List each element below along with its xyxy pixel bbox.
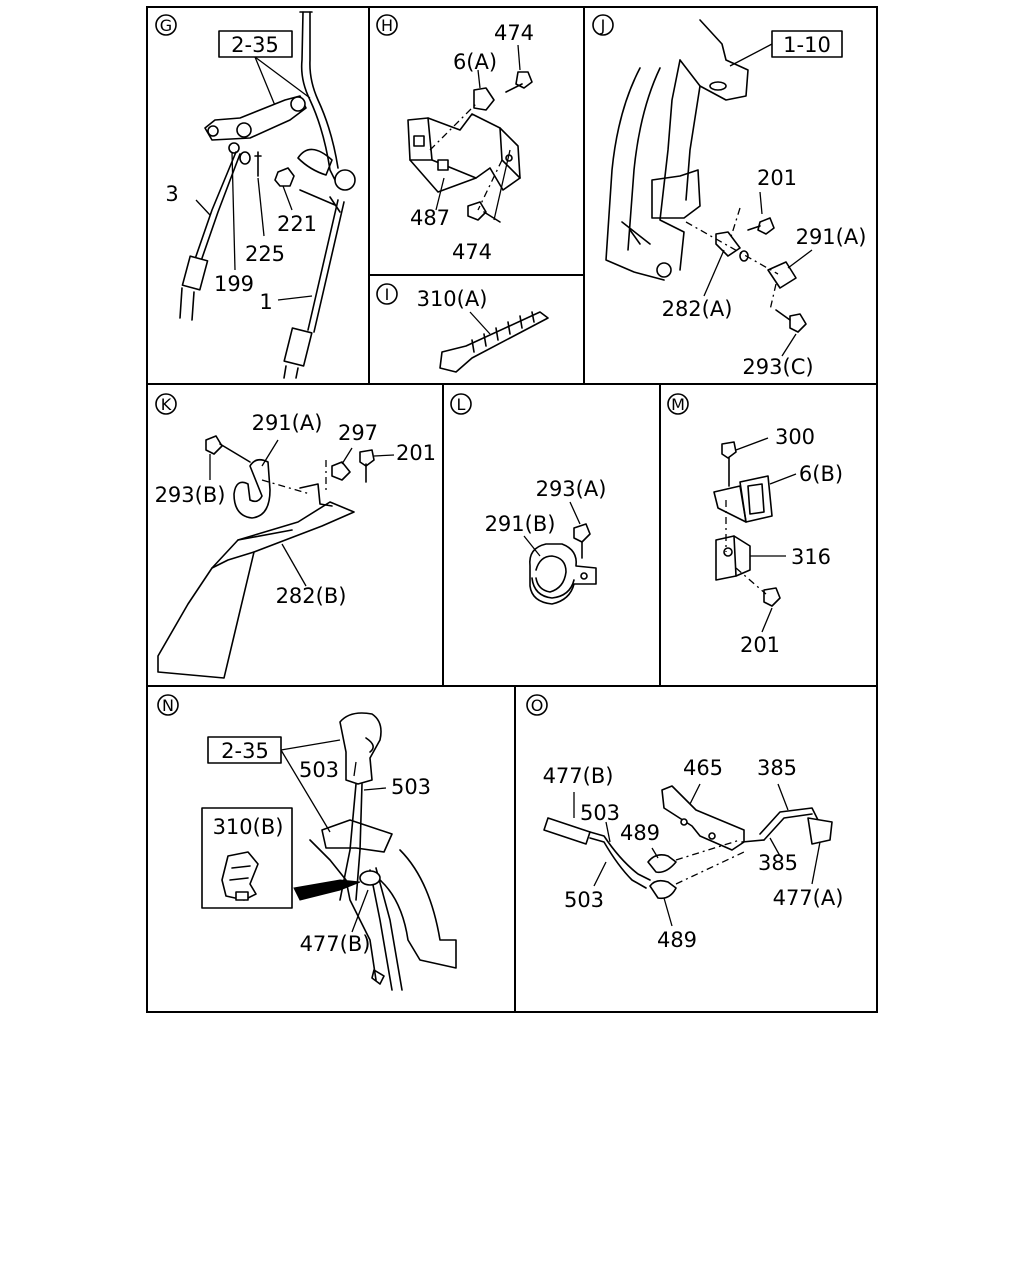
bolt-293a — [573, 523, 591, 543]
bolt-293c — [789, 313, 807, 333]
label-g-3: 3 — [165, 182, 178, 206]
label-o-477a: 477(A) — [773, 886, 844, 910]
label-h-474-top: 474 — [494, 21, 534, 45]
panel-h: H 474 6(A) 487 474 — [376, 14, 534, 264]
panel-j-letter: J — [600, 16, 606, 35]
shift-knob — [339, 712, 382, 785]
clip-291a — [767, 261, 797, 289]
bolt-201 — [359, 449, 375, 467]
label-j-293c: 293(C) — [742, 355, 813, 379]
label-o-503-top: 503 — [580, 801, 620, 825]
label-g-1: 1 — [259, 290, 272, 314]
clip-6a — [473, 87, 495, 111]
panel-k-letter: K — [161, 395, 172, 414]
panel-i: I 310(A) — [376, 283, 549, 373]
panel-g-letter: G — [160, 16, 172, 35]
label-l-291b: 291(B) — [485, 512, 556, 536]
bolt-201 — [757, 217, 775, 235]
label-o-477b: 477(B) — [543, 764, 614, 788]
label-k-293b: 293(B) — [155, 483, 226, 507]
panel-i-letter: I — [385, 285, 390, 304]
panel-l-letter: L — [457, 395, 466, 414]
panel-o-letter: O — [531, 696, 544, 715]
elbow-489-top — [647, 854, 677, 874]
bolt-201 — [763, 587, 781, 607]
panel-m: M 300 6(B) 316 201 — [667, 393, 843, 657]
panel-n: N 2-35 310(B) 503 — [157, 694, 457, 991]
label-o-489-top: 489 — [620, 821, 660, 845]
label-m-316: 316 — [791, 545, 831, 569]
panel-j-ref-box: 1-10 — [783, 33, 831, 57]
washer — [239, 151, 251, 165]
elbow-489-bottom — [649, 879, 677, 900]
label-i-310a: 310(A) — [417, 287, 488, 311]
label-n-503-right: 503 — [391, 775, 431, 799]
nut-297 — [331, 461, 351, 481]
bolt-474-bottom — [467, 201, 487, 221]
cable-tie-310a — [439, 311, 549, 373]
hose-477b — [543, 817, 651, 889]
clip-310b — [221, 851, 259, 901]
label-k-282b: 282(B) — [276, 584, 347, 608]
label-h-474-bottom: 474 — [452, 240, 492, 264]
panel-n-letter: N — [162, 696, 174, 715]
label-m-6b: 6(B) — [799, 462, 843, 486]
washer-199 — [228, 142, 240, 154]
label-o-489-bottom: 489 — [657, 928, 697, 952]
shift-lever — [297, 11, 356, 191]
label-k-297: 297 — [338, 421, 378, 445]
panel-g-ref-box: 2-35 — [231, 33, 279, 57]
bracket-282b — [157, 483, 355, 679]
bracket-316 — [715, 535, 751, 581]
label-m-300: 300 — [775, 425, 815, 449]
bolt-293b — [205, 435, 223, 455]
label-o-503-bottom: 503 — [564, 888, 604, 912]
label-k-291a: 291(A) — [252, 411, 323, 435]
cable-1 — [283, 199, 345, 379]
nut-221 — [274, 167, 295, 187]
panel-g: G 2-35 — [155, 11, 356, 379]
bolt-474-top — [515, 71, 533, 89]
label-g-221: 221 — [277, 212, 317, 236]
panel-o: O 477(B) 465 385 50 — [526, 694, 844, 952]
inset-box — [201, 807, 293, 909]
panel-l: L 293(A) 291(B) — [450, 393, 607, 605]
hose-477a-385 — [741, 807, 833, 845]
label-o-465: 465 — [683, 756, 723, 780]
cable-3 — [179, 151, 241, 321]
label-n-477b: 477(B) — [300, 932, 371, 956]
panel-k: K 291(A) 297 201 293(B) 282(B) — [155, 393, 436, 679]
label-k-201: 201 — [396, 441, 436, 465]
label-l-293a: 293(A) — [536, 477, 607, 501]
label-n-503-left: 503 — [299, 758, 339, 782]
panel-m-letter: M — [671, 395, 685, 414]
panel-n-ref-box: 2-35 — [221, 739, 269, 763]
bracket-465 — [661, 785, 745, 851]
frame-structure — [605, 19, 749, 281]
label-h-6a: 6(A) — [453, 50, 497, 74]
panel-frames — [146, 6, 878, 1013]
clip-291b — [529, 543, 597, 605]
label-o-385-top: 385 — [757, 756, 797, 780]
clip-291a — [233, 458, 271, 519]
label-j-201: 201 — [757, 166, 797, 190]
label-o-385-bottom: 385 — [758, 851, 798, 875]
bracket-487 — [407, 113, 521, 193]
inset-label-310b: 310(B) — [213, 815, 284, 839]
panel-j: J 1-10 201 291(A) 282(A) 29 — [592, 14, 867, 379]
label-m-201: 201 — [740, 633, 780, 657]
label-g-225: 225 — [245, 242, 285, 266]
label-h-487: 487 — [410, 206, 450, 230]
bolt-300 — [721, 441, 737, 459]
panel-h-letter: H — [381, 16, 393, 35]
bell-crank — [204, 95, 307, 141]
label-g-199: 199 — [214, 272, 254, 296]
pointer-arrow — [293, 879, 361, 901]
pin-225 — [254, 151, 262, 177]
bracket-282a — [715, 231, 741, 257]
label-j-291a: 291(A) — [796, 225, 867, 249]
label-j-282a: 282(A) — [662, 297, 733, 321]
clip-6b — [713, 475, 773, 523]
